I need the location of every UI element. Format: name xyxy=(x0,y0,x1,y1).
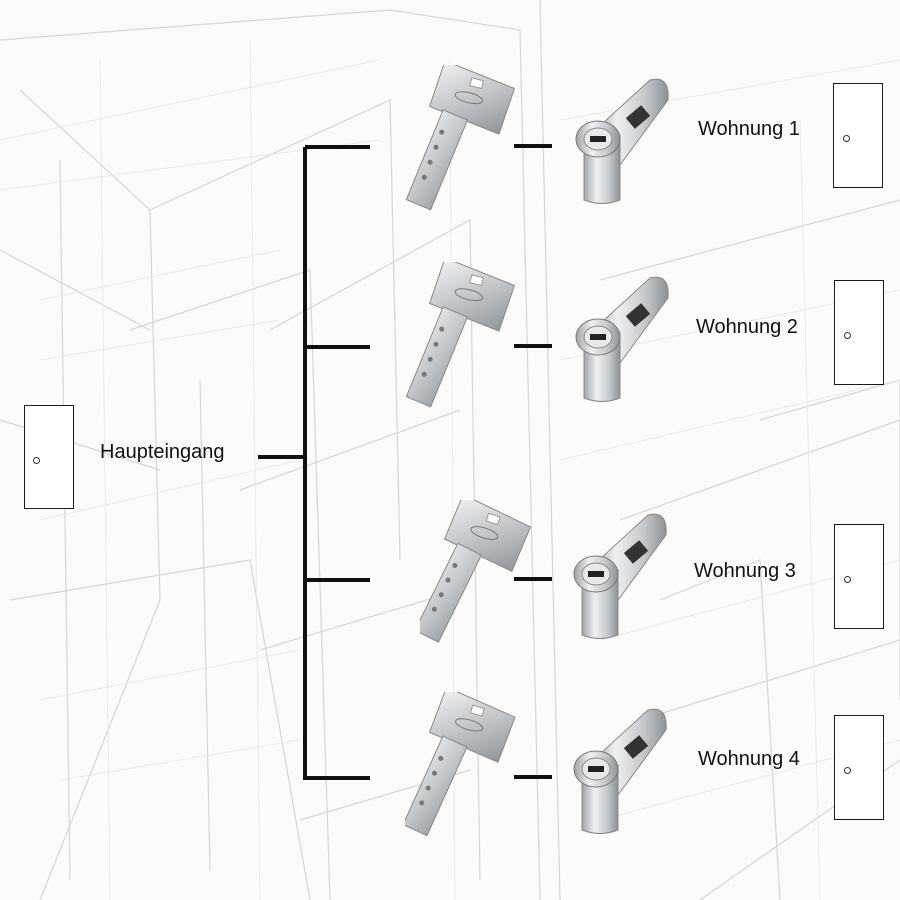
main-entrance-door-icon xyxy=(24,405,74,509)
apartment-label-2: Wohnung 2 xyxy=(696,316,798,338)
apartment-door-icon xyxy=(834,524,884,629)
apartment-label-1: Wohnung 1 xyxy=(698,118,800,140)
main-entrance-label: Haupteingang xyxy=(100,441,225,463)
lock-cylinder-icon xyxy=(573,708,667,834)
apartment-door-icon xyxy=(834,280,884,385)
apartment-label-3: Wohnung 3 xyxy=(694,560,796,582)
lock-cylinder-icon xyxy=(575,276,669,402)
key-icon xyxy=(420,500,532,643)
key-icon xyxy=(405,692,516,837)
key-icon xyxy=(405,262,516,408)
apartment-label-4: Wohnung 4 xyxy=(698,748,800,770)
apartment-door-icon xyxy=(834,715,884,820)
lock-cylinder-icon xyxy=(573,513,667,639)
key-icon xyxy=(405,65,516,211)
lock-cylinder-icon xyxy=(575,78,669,204)
apartment-door-icon xyxy=(833,83,883,188)
